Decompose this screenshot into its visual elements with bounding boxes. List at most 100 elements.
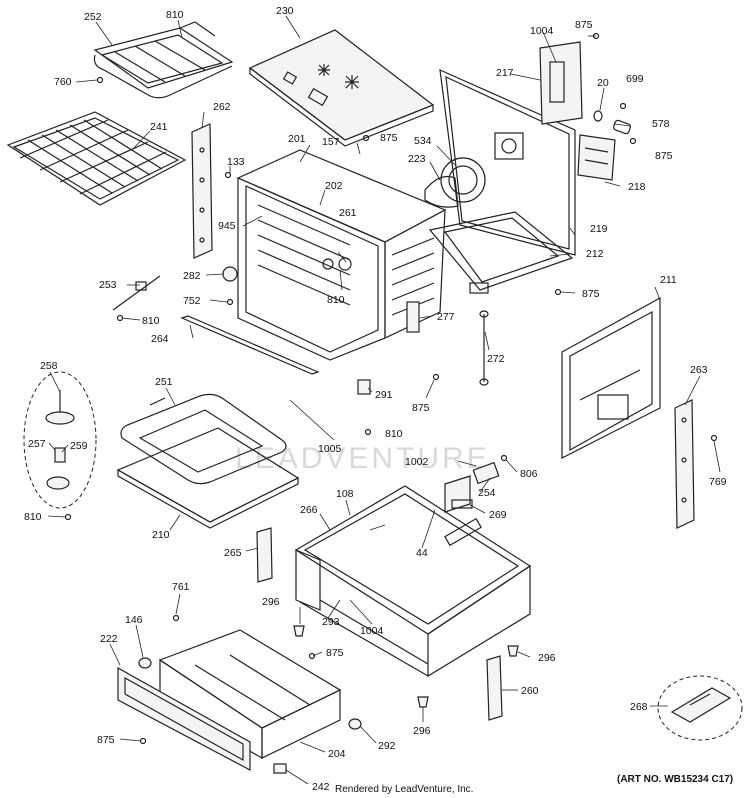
art-number-text: (ART NO. WB15234 C17) [617, 774, 733, 785]
callout-242: 242 [312, 781, 330, 793]
callout-218: 218 [628, 181, 646, 193]
callout-806: 806 [520, 468, 538, 480]
hinge-277[interactable] [406, 301, 420, 333]
terminal-block-218[interactable] [577, 134, 616, 181]
oven-cavity-201[interactable] [236, 149, 447, 361]
knob-282[interactable] [222, 266, 238, 282]
callout-534: 534 [414, 135, 432, 147]
callout-146: 146 [125, 614, 143, 626]
callout-810: 810 [327, 294, 345, 306]
callout-760: 760 [54, 76, 72, 88]
callout-261: 261 [339, 207, 357, 219]
callout-296: 296 [262, 596, 280, 608]
callout-293: 293 [322, 616, 340, 628]
rendered-by-text: Rendered by LeadVenture, Inc. [335, 784, 473, 795]
cooktop-glass-230[interactable] [248, 29, 435, 147]
side-trim-263[interactable] [674, 399, 695, 529]
callout-296: 296 [413, 725, 431, 737]
rod-272[interactable] [479, 310, 489, 386]
part-268-inset[interactable] [657, 675, 743, 741]
callout-291: 291 [375, 389, 393, 401]
callout-810: 810 [24, 511, 42, 523]
callout-241: 241 [150, 121, 168, 133]
callout-810: 810 [385, 428, 403, 440]
trim-265[interactable] [256, 527, 273, 583]
callout-272: 272 [487, 353, 505, 365]
callout-875: 875 [380, 132, 398, 144]
igniter-group-258[interactable] [23, 371, 97, 509]
callout-1005: 1005 [318, 443, 342, 455]
callout-268: 268 [630, 701, 648, 713]
leader-lines [47, 15, 721, 785]
callout-262: 262 [213, 101, 231, 113]
callout-265: 265 [224, 547, 242, 559]
callout-875: 875 [575, 19, 593, 31]
callout-223: 223 [408, 153, 426, 165]
part-20[interactable] [593, 110, 603, 122]
drip-pan-210[interactable] [116, 427, 300, 529]
broil-element-252[interactable] [93, 21, 234, 99]
callout-258: 258 [40, 360, 58, 372]
watermark-text: LEADVENTURE [235, 442, 490, 475]
callout-219: 219 [590, 223, 608, 235]
callout-210: 210 [152, 529, 170, 541]
callout-253: 253 [99, 279, 117, 291]
bake-element-251[interactable] [120, 393, 287, 485]
trim-260[interactable] [486, 655, 503, 721]
callout-260: 260 [521, 685, 539, 697]
trim-strip-264[interactable] [180, 315, 320, 375]
callout-202: 202 [325, 180, 343, 192]
callout-875: 875 [326, 647, 344, 659]
callout-1004: 1004 [530, 25, 554, 37]
callout-875: 875 [582, 288, 600, 300]
rear-panel-219[interactable] [424, 69, 576, 256]
back-cover-211[interactable] [561, 296, 661, 459]
callout-254: 254 [478, 487, 496, 499]
callout-257: 257 [28, 438, 46, 450]
callout-20: 20 [597, 77, 609, 89]
callout-201: 201 [288, 133, 306, 145]
part-578[interactable] [613, 119, 631, 135]
callout-212: 212 [586, 248, 604, 260]
bracket-291[interactable] [357, 379, 371, 395]
callout-266: 266 [300, 504, 318, 516]
callout-251: 251 [155, 376, 173, 388]
callout-133: 133 [227, 156, 245, 168]
callout-810: 810 [166, 9, 184, 21]
oven-rack-241[interactable] [6, 111, 187, 206]
screw-699[interactable] [619, 102, 627, 110]
callout-769: 769 [709, 476, 727, 488]
callout-269: 269 [489, 509, 507, 521]
callout-labels: 252 810 230 1004 875 217 20 699 760 262 … [24, 5, 727, 793]
callout-259: 259 [70, 440, 88, 452]
bracket-269[interactable] [444, 475, 473, 513]
callout-292: 292 [378, 740, 396, 752]
back-bracket-217[interactable] [539, 41, 583, 125]
callout-875: 875 [412, 402, 430, 414]
sensor-253[interactable] [112, 275, 161, 311]
drawer-panel-222[interactable] [117, 666, 251, 771]
callout-263: 263 [690, 364, 708, 376]
callout-810: 810 [142, 315, 160, 327]
callout-230: 230 [276, 5, 294, 17]
callout-296: 296 [538, 652, 556, 664]
callout-578: 578 [652, 118, 670, 130]
callout-945: 945 [218, 220, 236, 232]
callout-217: 217 [496, 67, 514, 79]
drawer-204[interactable] [158, 629, 342, 760]
callout-282: 282 [183, 270, 201, 282]
callout-761: 761 [172, 581, 190, 593]
callout-277: 277 [437, 311, 455, 323]
oven-floor-212[interactable] [428, 211, 574, 294]
fasteners [64, 32, 718, 774]
callout-875: 875 [655, 150, 673, 162]
callout-157: 157 [322, 136, 340, 148]
callout-1002: 1002 [405, 456, 429, 468]
callout-264: 264 [151, 333, 169, 345]
side-trim-262[interactable] [191, 123, 213, 259]
base-frame-266[interactable] [294, 485, 532, 678]
callout-211: 211 [660, 274, 677, 286]
callout-252: 252 [84, 11, 102, 23]
